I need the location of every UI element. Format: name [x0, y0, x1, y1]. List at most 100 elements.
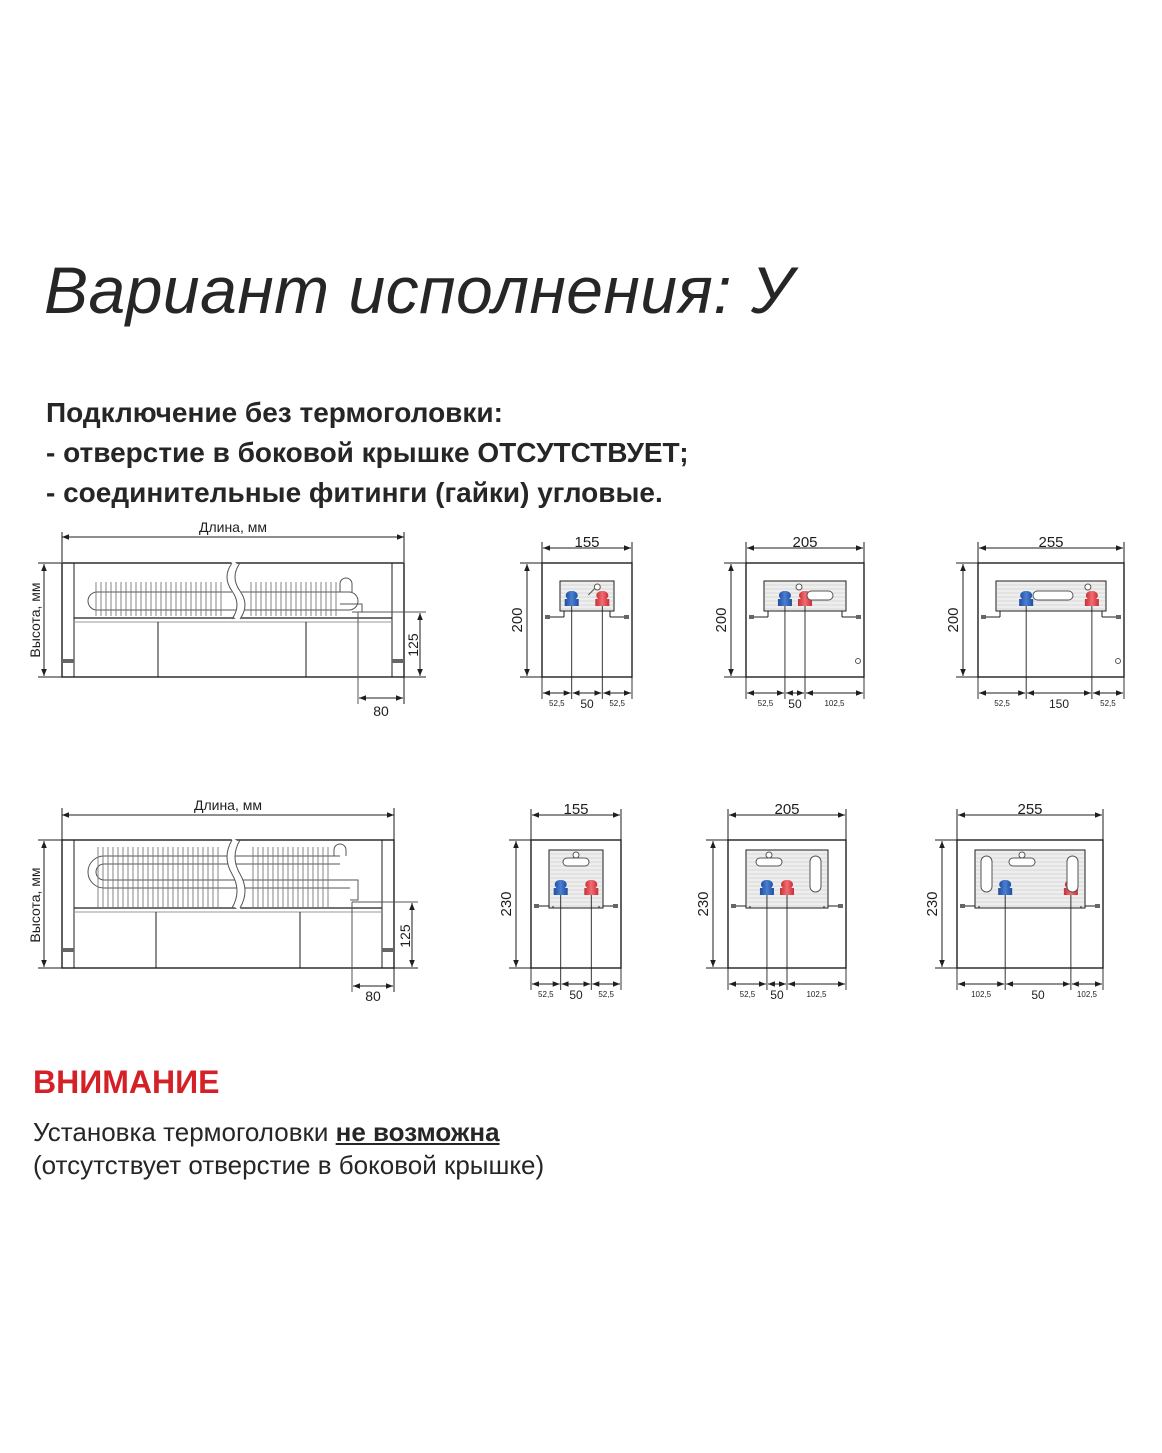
slot-icon — [755, 857, 783, 867]
warning-emphasis: не возможна — [335, 1117, 500, 1147]
hot-valve-icon — [781, 880, 793, 889]
bottom-dimension-label: 52,5 — [598, 990, 614, 999]
hot-valve-icon — [596, 591, 609, 600]
oval-icon — [980, 855, 993, 893]
section-height-label: 230 — [924, 891, 941, 916]
bottom-dimension-label: 50 — [1031, 988, 1045, 1002]
dim-125-row1: 125 — [405, 633, 421, 657]
connection-line-2: - соединительные фитинги (гайки) угловые… — [46, 477, 663, 508]
bottom-dimension-label: 102,5 — [824, 699, 845, 708]
bolt-icon — [960, 904, 965, 908]
bottom-dimension-label: 50 — [569, 988, 583, 1002]
bolt-icon — [1095, 904, 1100, 908]
bolt-icon — [624, 615, 629, 619]
warning-heading: ВНИМАНИЕ — [33, 1064, 220, 1100]
bolt-icon — [613, 904, 618, 908]
hot-valve-icon — [595, 599, 610, 606]
housing-outline — [977, 562, 1125, 678]
warning-text-line2: (отсутствует отверстие в боковой крышке) — [33, 1150, 545, 1180]
section-width-label: 155 — [574, 534, 599, 551]
bottom-dimension-label: 50 — [770, 988, 784, 1002]
hot-valve-icon — [1084, 599, 1099, 606]
slot-icon — [806, 590, 834, 601]
cold-valve-icon — [565, 591, 578, 600]
bottom-dimension-label: 52,5 — [549, 699, 565, 708]
section-view-row2-3: 255 230 102,5 50 102,5 — [924, 801, 1104, 1002]
section-height-label: 230 — [498, 891, 515, 916]
dim-125-row2: 125 — [397, 924, 413, 948]
housing-outline — [956, 839, 1104, 969]
bottom-dimension-label: 52,5 — [740, 990, 756, 999]
section-view-row2-1: 155 230 52,5 50 52,5 — [498, 801, 622, 1002]
section-height-label: 230 — [695, 891, 712, 916]
connection-line-1: - отверстие в боковой крышке ОТСУТСТВУЕТ… — [46, 437, 689, 468]
cold-valve-icon — [998, 888, 1013, 895]
bolt-icon — [981, 615, 986, 619]
hot-valve-icon — [780, 888, 794, 895]
length-label-row1: Длина, мм — [199, 519, 267, 535]
section-width-label: 205 — [792, 534, 817, 551]
hot-valve-icon — [584, 888, 599, 895]
page-title: Вариант исполнения: У — [44, 253, 794, 327]
bolt-icon — [856, 615, 861, 619]
cold-valve-icon — [760, 880, 773, 889]
housing-outline — [530, 839, 622, 969]
height-label-row2: Высота, мм — [27, 867, 43, 942]
cold-valve-icon — [778, 591, 791, 600]
side-view-row1 — [38, 532, 426, 704]
cold-valve-icon — [999, 880, 1012, 889]
bottom-dimension-label: 50 — [580, 697, 594, 711]
section-view-row2-2: 205 230 52,5 50 102,5 — [695, 801, 847, 1002]
bottom-dimension-label: 52,5 — [758, 699, 774, 708]
cold-valve-icon — [554, 880, 567, 889]
section-height-label: 200 — [713, 607, 730, 632]
height-label-row1: Высота, мм — [27, 582, 43, 657]
vent-key-icon — [587, 588, 595, 596]
connection-heading: Подключение без термоголовки: — [46, 397, 503, 428]
vent-icon — [765, 851, 773, 859]
bolt-icon — [838, 904, 843, 908]
section-views: 155 200 52,5 50 52,5 205 200 52,5 50 102,5 255 200 5… — [498, 534, 1125, 1002]
cold-valve-icon — [564, 599, 579, 606]
bottom-dimension-label: 102,5 — [971, 990, 992, 999]
bottom-dimension-label: 102,5 — [806, 990, 827, 999]
cold-valve-icon — [1020, 591, 1033, 600]
dim-80-row1: 80 — [373, 703, 389, 719]
cold-valve-icon — [777, 599, 792, 606]
section-height-label: 200 — [509, 607, 526, 632]
housing-outline — [541, 562, 633, 678]
slot-icon — [1032, 590, 1074, 601]
warning-text-main: Установка термоголовки — [33, 1117, 336, 1147]
cold-valve-icon — [553, 888, 568, 895]
bolt-icon — [749, 615, 754, 619]
slot-icon — [1008, 857, 1036, 867]
bottom-dimension-label: 52,5 — [538, 990, 554, 999]
vent-icon — [795, 583, 803, 591]
bolt-icon — [534, 904, 539, 908]
section-width-label: 255 — [1017, 801, 1042, 818]
section-height-label: 200 — [945, 607, 962, 632]
bottom-dimension-label: 102,5 — [1077, 990, 1098, 999]
bolt-icon — [545, 615, 550, 619]
fins-row1 — [95, 582, 337, 616]
bolt-icon — [731, 904, 736, 908]
oval-icon — [809, 855, 822, 893]
oval-icon — [1066, 855, 1079, 893]
vent-icon — [1018, 851, 1026, 859]
bottom-dimension-label: 150 — [1049, 697, 1069, 711]
bolt-icon — [1116, 615, 1121, 619]
vent-icon — [572, 851, 580, 859]
hot-valve-icon — [1085, 591, 1098, 600]
hot-valve-icon — [798, 599, 812, 606]
section-width-label: 255 — [1038, 534, 1063, 551]
cold-valve-icon — [1019, 599, 1034, 606]
slot-icon — [562, 857, 590, 867]
hot-valve-icon — [585, 880, 598, 889]
section-width-label: 205 — [774, 801, 799, 818]
side-view-row2 — [38, 808, 418, 992]
cold-valve-icon — [759, 888, 774, 895]
section-width-label: 155 — [563, 801, 588, 818]
